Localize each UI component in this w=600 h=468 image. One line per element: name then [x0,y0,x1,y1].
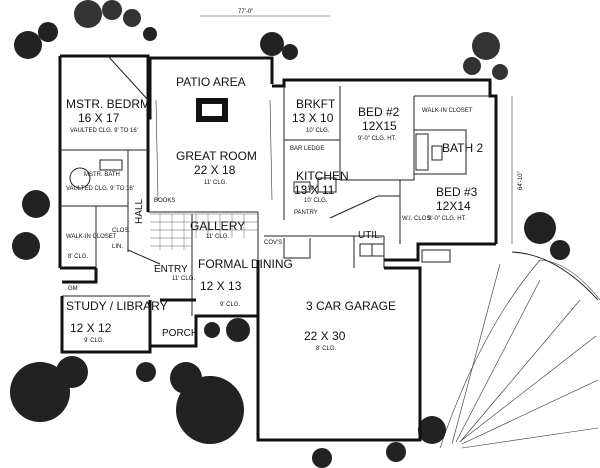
great-room-note: 11' CLG. [204,180,227,186]
driveway-lines [439,251,600,449]
shrub-icon [143,27,157,41]
master-closet-ceiling: 8' CLG. [68,254,88,260]
books-label: BOOKS [154,198,175,204]
bath2-label: BATH 2 [442,141,483,155]
shrub-icon [550,240,570,260]
dryer-icon [371,243,385,257]
breakfast-size: 13 X 10 [292,111,334,125]
width-dimension: 77'-0" [238,9,253,15]
linen-label: LIN. [112,244,123,250]
breakfast-note: 10' CLG. [306,128,330,134]
cov-label: COV'S [264,240,282,246]
bed3-note: 9'-0" CLG. HT. [428,216,467,222]
gallery-label: GALLERY [190,219,245,233]
garage-size: 22 X 30 [304,329,346,343]
sink-icon [293,181,311,193]
depth-dimension: 64'-10" [518,171,524,190]
washer-icon [359,243,373,257]
formal-dining-size: 12 X 13 [200,279,242,293]
dimensions: 77'-0" 64'-10" [200,9,524,244]
range-icon [317,177,337,193]
dishwasher-label: D.W. [302,186,315,192]
master-bath-note: VAULTED CLG. 9' TO 16' [66,186,134,192]
pantry-label: PANTRY [294,210,318,216]
entry-label: ENTRY [154,264,188,275]
shrub-icon [22,190,50,218]
study-note: 9' CLG. [84,338,104,344]
master-bedroom-label: MSTR. BEDRM [66,97,150,111]
shrub-icon [492,64,508,80]
shrub-icon [312,448,332,468]
tub2-icon [415,133,429,171]
garage-label: 3 CAR GARAGE [306,299,396,313]
patio-area-label: PATIO AREA [176,75,246,89]
utility-label: UTIL. [358,230,382,241]
shrub-icon [14,31,42,59]
vanity-icon [99,159,123,171]
shrub-icon [260,32,284,56]
study-size: 12 X 12 [70,321,112,335]
dining-ceiling-label: 9' CLG. [220,302,240,308]
shrub-icon [282,44,298,60]
tree-icon [170,362,202,394]
wi-closet-label: W.I. CLOS. [402,216,432,222]
garage-note: 8' CLG. [316,346,336,352]
walkin-closet-label: WALK-IN CLOSET [66,234,117,240]
gm-label: GM [68,286,78,292]
fixtures [69,98,451,263]
formal-dining-label: FORMAL DINING [198,257,293,271]
bed3-label: BED #3 [436,185,478,199]
toilet-icon [431,145,443,161]
shrub-icon [386,442,406,462]
bar-ledge-label: BAR LEDGE [290,146,324,152]
master-bath-label: MSTR. BATH [84,172,120,178]
closet-label: CLOS. [112,228,130,234]
shrub-icon [38,22,58,42]
hall-label: HALL [134,199,145,224]
kitchen-size: 13 X 11 [294,183,335,197]
room-labels: PATIO AREA MSTR. BEDRM 16 X 17 VAULTED C… [66,75,483,352]
breakfast-label: BRKFT [296,97,336,111]
shrub-icon [136,362,156,382]
study-label: STUDY / LIBRARY [66,299,168,313]
shrub-icon [123,9,141,27]
shrub-icon [12,232,40,260]
walkin-closet2-label: WALK-IN CLOSET [422,108,473,114]
car-step-icon [421,249,451,263]
gallery-tiles [150,213,258,250]
master-bedroom-note: VAULTED CLG. 9' TO 16' [70,128,138,134]
shrub-icon [418,416,446,444]
shrub-icon [524,212,556,244]
kitchen-label: KITCHEN [296,169,349,183]
shrub-icon [472,32,500,60]
shrub-icon [102,0,122,20]
bed2-note: 9'-0" CLG. HT. [358,136,397,142]
shrub-icon [204,322,220,338]
tub-icon [69,167,91,189]
porch-label: PORCH [162,328,198,339]
tree-icon [176,376,244,444]
bed2-size: 12X15 [362,119,397,133]
fireplace-hearth-icon [202,104,222,116]
great-room-label: GREAT ROOM [176,149,257,163]
tree-icon [10,362,70,422]
shrub-icon [74,0,102,28]
landscaping [10,0,570,468]
great-room-size: 22 X 18 [194,163,236,177]
bed2-label: BED #2 [358,105,400,119]
shrub-icon [226,318,250,342]
entry-ceiling-label: 11' CLG. [172,276,195,282]
kitchen-note: 10' CLG. [304,198,328,204]
master-bedroom-size: 16 X 17 [78,111,120,125]
bed3-size: 12X14 [436,199,471,213]
gallery-note: 11' CLG. [206,234,229,240]
shrub-icon [463,57,481,75]
tree-icon [56,356,88,388]
interior-walls [60,55,490,316]
